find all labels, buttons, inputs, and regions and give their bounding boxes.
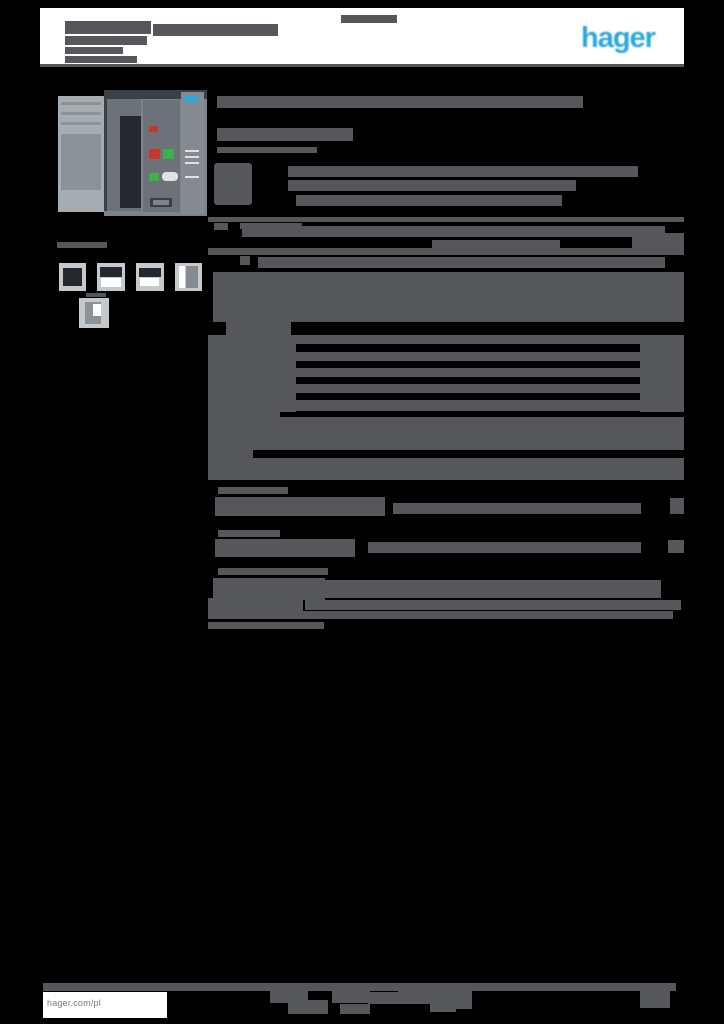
value-line-block — [305, 600, 681, 610]
header-rule — [40, 64, 684, 67]
footer-page-number-block — [640, 984, 670, 1008]
thumbnail-photo-detail — [93, 304, 101, 316]
section-divider — [208, 217, 684, 222]
product-photo-on-button — [163, 149, 174, 159]
header-title-block — [153, 24, 278, 36]
product-photo-top-band — [104, 90, 207, 99]
value-line-block — [393, 503, 641, 514]
thumbnail-photo-detail — [101, 278, 121, 287]
product-photo-indicator — [149, 173, 159, 181]
footer-contact-block — [452, 991, 472, 1009]
thumbnail-photo — [136, 263, 164, 291]
spec-row-block — [208, 368, 684, 377]
footer-contact-block — [340, 1004, 370, 1014]
table-label-column — [208, 450, 253, 458]
product-photo-right-strip — [181, 92, 204, 214]
product-photo-chassis-fin — [61, 102, 101, 105]
product-photo-label-line — [185, 162, 199, 164]
thumbnail-photo-detail — [100, 267, 122, 277]
header-text-block — [65, 47, 123, 54]
product-photo-window — [120, 116, 141, 208]
section-heading-block — [215, 497, 385, 516]
thumbnail-photo-detail — [63, 268, 82, 286]
header-doc-ref-block — [341, 15, 397, 23]
footer-contact-block — [270, 990, 308, 1003]
section-heading-block — [217, 128, 353, 141]
spec-paragraph-block — [208, 417, 684, 450]
text-line-block — [218, 487, 288, 494]
thumbnail-photo-detail — [179, 266, 185, 288]
thumbnail-photo-detail — [186, 266, 198, 288]
product-name-block — [213, 272, 684, 322]
spec-row-block — [208, 352, 684, 361]
product-photo-chassis-fin — [61, 122, 101, 125]
paragraph-line-block — [288, 180, 576, 191]
footer-website-box — [43, 992, 167, 1018]
spec-row-block — [208, 384, 684, 393]
product-photo-edge-shadow — [104, 99, 107, 211]
value-block — [670, 498, 684, 514]
thumbnail-caption-block — [86, 293, 106, 297]
text-line-block — [218, 530, 280, 537]
hager-logo: hager — [581, 22, 656, 54]
header-text-block — [65, 56, 137, 63]
footer-rule — [43, 983, 676, 991]
product-photo-label-line — [185, 150, 199, 152]
product-photo-chassis-fin — [61, 112, 101, 115]
text-line-block — [218, 568, 328, 575]
value-line-block — [368, 542, 641, 553]
product-photo-label-line — [185, 156, 199, 158]
value-line-block — [305, 580, 661, 598]
paragraph-line-block — [296, 195, 562, 206]
footer-contact-block — [398, 990, 456, 1004]
text-line-block — [217, 147, 317, 153]
section-divider — [208, 611, 673, 619]
thumbnail-caption-block — [57, 242, 107, 248]
section-heading-block — [213, 578, 325, 600]
footer-contact-block — [332, 990, 370, 1003]
info-icon-block — [214, 163, 252, 205]
product-photo-off-button — [149, 149, 160, 159]
text-line-block — [208, 248, 684, 255]
product-photo-marking — [149, 126, 158, 132]
text-line-block — [242, 226, 665, 237]
table-label-column — [208, 411, 280, 417]
section-heading-block — [215, 539, 355, 557]
product-photo-handle-inner — [153, 200, 169, 205]
footer-contact-block — [430, 1003, 456, 1012]
thumbnail-photo-detail — [139, 268, 161, 277]
value-block — [668, 540, 684, 553]
text-line-block — [258, 257, 665, 268]
header-subtitle-block — [65, 36, 147, 45]
product-photo-toggle — [162, 172, 178, 181]
list-bullet-block — [240, 256, 250, 265]
product-photo-chassis-lower — [61, 134, 101, 190]
paragraph-line-block — [288, 166, 638, 177]
spec-row-block — [208, 335, 684, 344]
product-name-block — [226, 322, 291, 335]
thumbnail-photo-detail — [140, 278, 159, 286]
spec-paragraph-block — [208, 458, 684, 480]
footer-website-link: hager.com/pl — [47, 998, 101, 1008]
product-photo-brand-tag — [184, 96, 198, 102]
spec-row-block — [208, 400, 684, 411]
page-title-block — [217, 96, 583, 108]
text-line-block — [208, 622, 324, 629]
footer-contact-block — [288, 1000, 328, 1014]
footer-contact-block — [368, 992, 402, 1004]
text-line-block — [432, 240, 560, 248]
product-photo-label-line — [185, 176, 199, 178]
text-line-block — [214, 223, 228, 230]
header-title-block — [65, 21, 151, 34]
